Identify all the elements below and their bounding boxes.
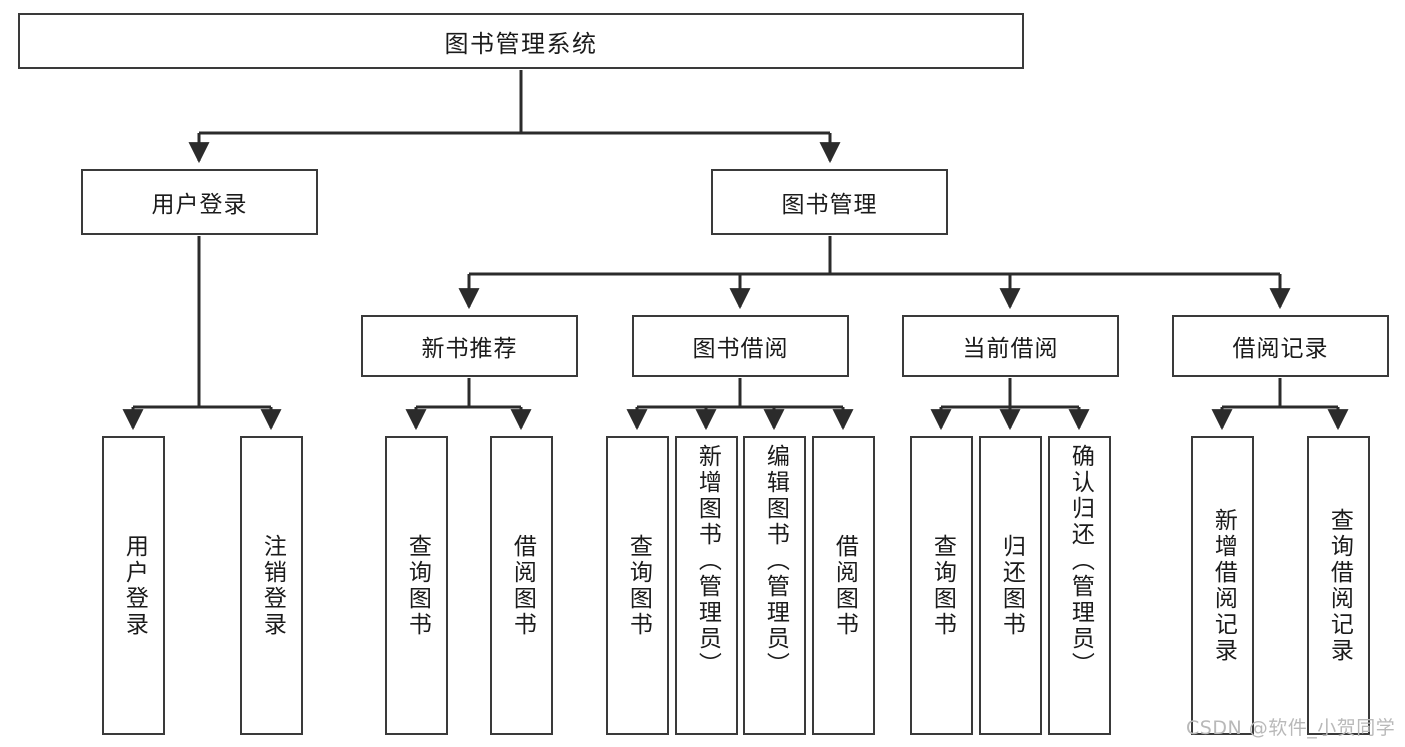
- node-label: 图书管理: [781, 192, 878, 218]
- node-label: 当前借阅: [962, 336, 1059, 362]
- leaf-label: 查询图书: [929, 533, 956, 638]
- leaf-borrow-query-book[interactable]: 查询图书: [606, 436, 669, 735]
- leaf-label: 查询借阅记录: [1326, 507, 1353, 664]
- leaf-borrow-borrow-book[interactable]: 借阅图书: [812, 436, 875, 735]
- node-root-system[interactable]: 图书管理系统: [18, 13, 1024, 69]
- leaf-label: 注销登录: [259, 533, 286, 638]
- leaf-label: 编辑图书（管理员）: [762, 444, 789, 678]
- leaf-label: 用户登录: [121, 533, 148, 638]
- leaf-user-login-login[interactable]: 用户登录: [102, 436, 165, 735]
- leaf-label: 借阅图书: [509, 533, 536, 638]
- leaf-new-book-borrow[interactable]: 借阅图书: [490, 436, 553, 735]
- leaf-label: 查询图书: [404, 533, 431, 638]
- node-book-management[interactable]: 图书管理: [711, 169, 948, 235]
- node-label: 用户登录: [151, 192, 248, 218]
- leaf-new-book-query[interactable]: 查询图书: [385, 436, 448, 735]
- node-user-login[interactable]: 用户登录: [81, 169, 318, 235]
- leaf-current-confirm-return-admin[interactable]: 确认归还（管理员）: [1048, 436, 1111, 735]
- node-current-borrow[interactable]: 当前借阅: [902, 315, 1119, 377]
- leaf-record-query-record[interactable]: 查询借阅记录: [1307, 436, 1370, 735]
- leaf-label: 确认归还（管理员）: [1067, 444, 1094, 678]
- node-new-book-recommend[interactable]: 新书推荐: [361, 315, 578, 377]
- node-borrow-record[interactable]: 借阅记录: [1172, 315, 1389, 377]
- node-label: 图书借阅: [692, 336, 789, 362]
- leaf-user-login-logout[interactable]: 注销登录: [240, 436, 303, 735]
- leaf-record-add-record[interactable]: 新增借阅记录: [1191, 436, 1254, 735]
- leaf-borrow-edit-book-admin[interactable]: 编辑图书（管理员）: [743, 436, 806, 735]
- leaf-current-return-book[interactable]: 归还图书: [979, 436, 1042, 735]
- leaf-label: 新增借阅记录: [1210, 507, 1237, 664]
- leaf-label: 新增图书（管理员）: [694, 444, 721, 678]
- leaf-borrow-add-book-admin[interactable]: 新增图书（管理员）: [675, 436, 738, 735]
- leaf-label: 借阅图书: [831, 533, 858, 638]
- leaf-label: 归还图书: [998, 533, 1025, 638]
- node-label: 新书推荐: [421, 336, 518, 362]
- node-label: 借阅记录: [1232, 336, 1329, 362]
- leaf-label: 查询图书: [625, 533, 652, 638]
- leaf-current-query-book[interactable]: 查询图书: [910, 436, 973, 735]
- node-label: 图书管理系统: [444, 29, 598, 58]
- node-book-borrow[interactable]: 图书借阅: [632, 315, 849, 377]
